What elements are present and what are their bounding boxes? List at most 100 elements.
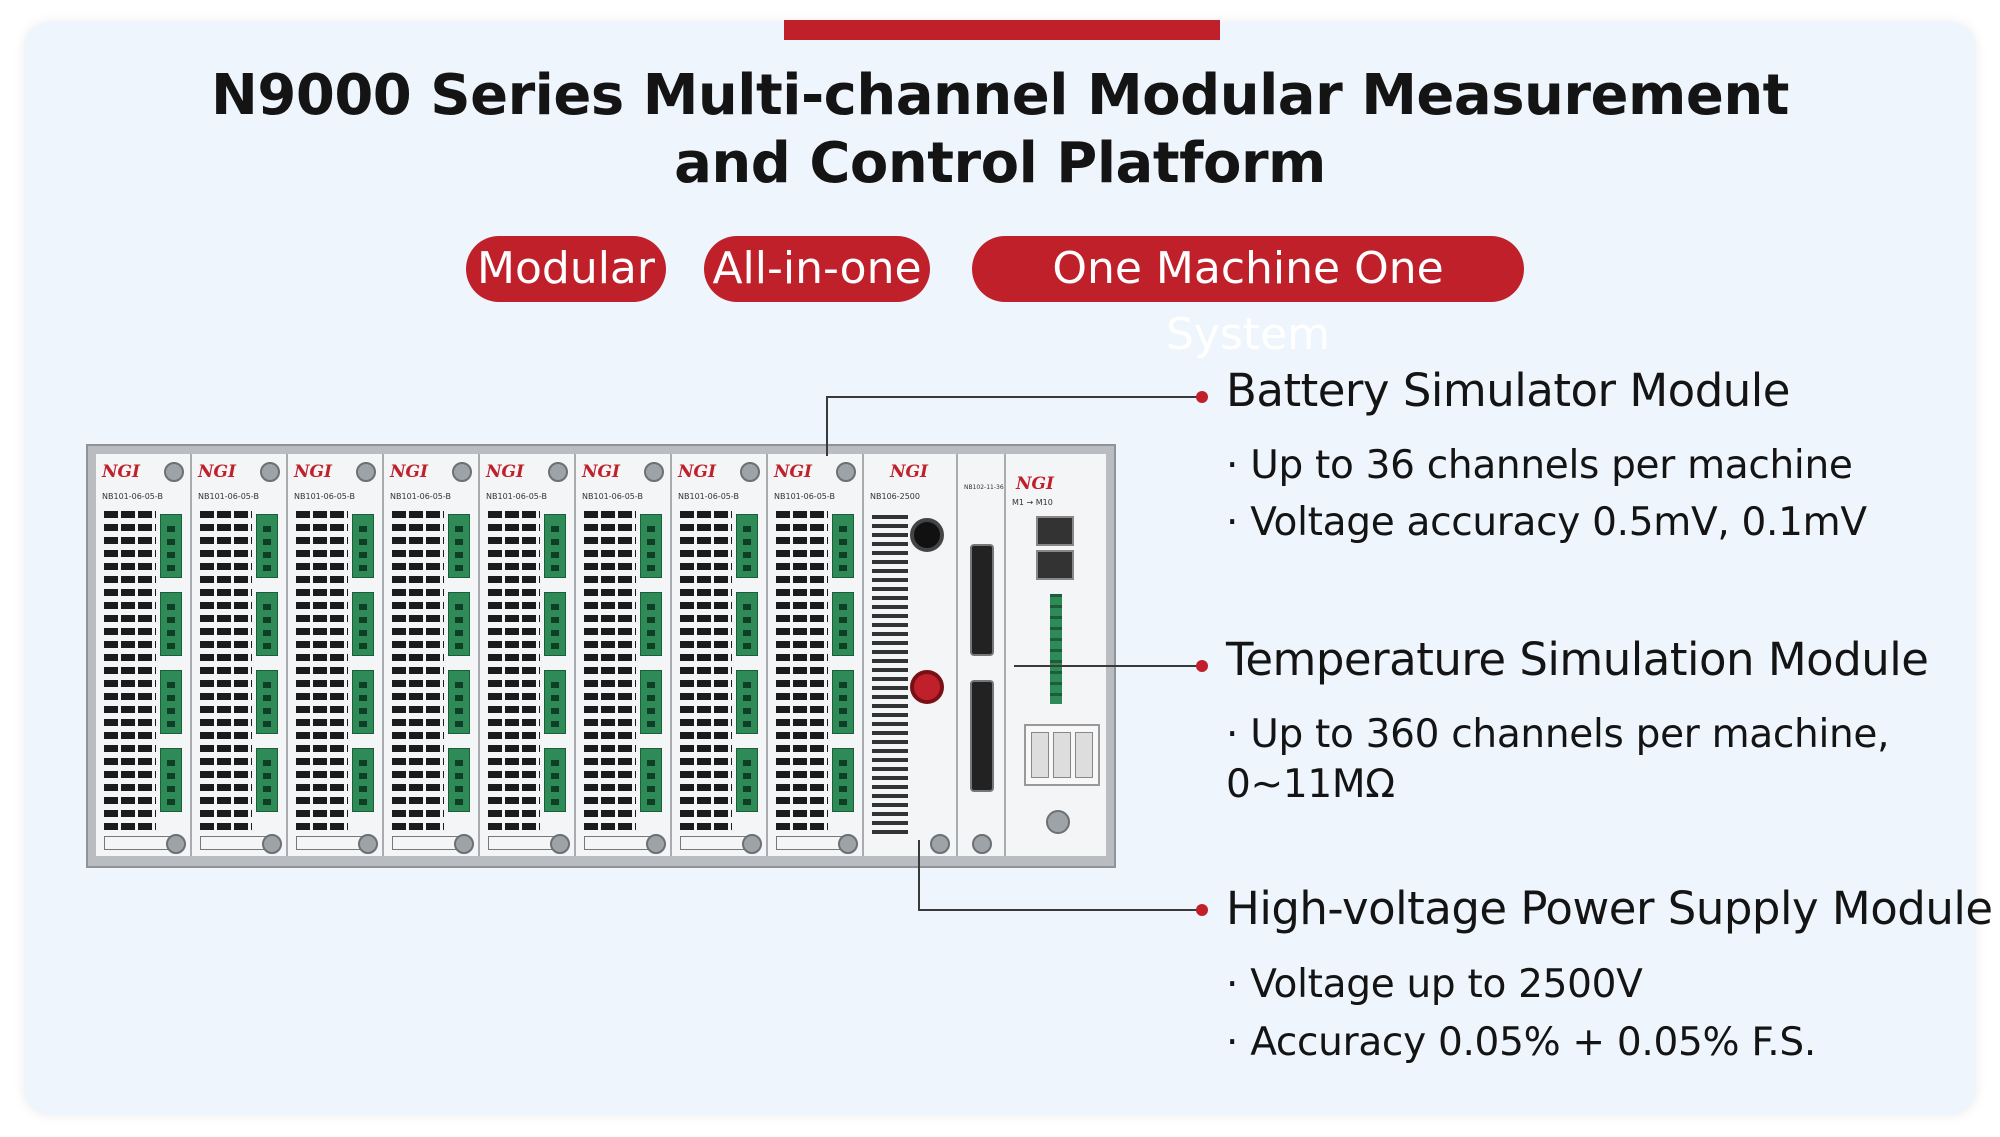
brand-logo: NGI: [774, 462, 813, 482]
terminal-block: [448, 748, 470, 812]
screw-icon: [262, 834, 282, 854]
terminal-block: [256, 670, 278, 734]
terminal-block: [640, 748, 662, 812]
device-chassis-image: NGI NB101-06-05-B NGI NB101-06-05-B NGI …: [86, 444, 1116, 868]
vent-grille: [872, 514, 908, 834]
module-bullet: · Accuracy 0.05% + 0.05% F.S.: [1226, 1020, 1816, 1065]
title-line-2: and Control Platform: [674, 131, 1326, 196]
battery-module-slot: NGI NB101-06-05-B: [96, 454, 192, 856]
module-model: NB101-06-05-B: [774, 492, 835, 501]
screw-icon: [454, 834, 474, 854]
leader-line-hv: [918, 909, 1200, 911]
brand-logo: NGI: [678, 462, 717, 482]
module-model: NB101-06-05-B: [198, 492, 259, 501]
sense-terminal-strip: [392, 836, 458, 850]
screw-icon: [838, 834, 858, 854]
terminal-block: [160, 748, 182, 812]
brand-logo: NGI: [294, 462, 333, 482]
brand-logo: NGI: [1016, 474, 1055, 494]
screw-icon: [164, 462, 184, 482]
terminal-block: [640, 670, 662, 734]
terminal-block: [832, 592, 854, 656]
vent-grille: [488, 510, 540, 830]
leader-dot-hv: [1196, 904, 1208, 916]
terminal-block: [640, 514, 662, 578]
terminal-block: [256, 514, 278, 578]
io-terminal-strip: [1050, 594, 1062, 704]
control-label: M1 → M10: [1012, 498, 1053, 507]
sense-terminal-strip: [200, 836, 266, 850]
top-accent-bar: [784, 20, 1220, 40]
terminal-block: [544, 592, 566, 656]
leader-dot-temperature: [1196, 660, 1208, 672]
module-model: NB101-06-05-B: [486, 492, 547, 501]
leader-dot-battery: [1196, 391, 1208, 403]
terminal-block: [736, 748, 758, 812]
screw-icon: [740, 462, 760, 482]
battery-module-slot: NGI NB101-06-05-B: [288, 454, 384, 856]
terminal-block: [448, 514, 470, 578]
leader-line-hv-drop: [918, 840, 920, 910]
ethernet-port-icon: [1036, 516, 1074, 546]
terminal-block: [352, 748, 374, 812]
screw-icon: [548, 462, 568, 482]
ground-icon: [1046, 810, 1070, 834]
terminal-block: [736, 592, 758, 656]
page-title: N9000 Series Multi-channel Modular Measu…: [0, 62, 2000, 198]
terminal-block: [832, 748, 854, 812]
sense-terminal-strip: [488, 836, 554, 850]
hv-power-module-slot: NGI NB106-2500: [864, 454, 958, 856]
terminal-block: [160, 514, 182, 578]
module-model: NB101-06-05-B: [390, 492, 451, 501]
terminal-block: [736, 514, 758, 578]
pin-icon: [1075, 732, 1093, 778]
ethernet-port-icon: [1036, 550, 1074, 580]
terminal-block: [640, 592, 662, 656]
screw-icon: [972, 834, 992, 854]
terminal-block: [352, 592, 374, 656]
module-model: NB101-06-05-B: [102, 492, 163, 501]
terminal-block: [256, 748, 278, 812]
screw-icon: [356, 462, 376, 482]
sense-terminal-strip: [296, 836, 362, 850]
tag-all-in-one: All-in-one: [704, 236, 930, 302]
sense-terminal-strip: [776, 836, 842, 850]
terminal-block: [352, 514, 374, 578]
vent-grille: [584, 510, 636, 830]
module-bullet: · Up to 36 channels per machine: [1226, 443, 1853, 488]
vent-grille: [104, 510, 156, 830]
module-model: NB101-06-05-B: [294, 492, 355, 501]
terminal-block: [544, 748, 566, 812]
brand-logo: NGI: [582, 462, 621, 482]
module-heading-temperature: Temperature Simulation Module: [1226, 633, 1929, 686]
vent-grille: [776, 510, 828, 830]
battery-module-slot: NGI NB101-06-05-B: [768, 454, 864, 856]
module-model: NB101-06-05-B: [582, 492, 643, 501]
screw-icon: [260, 462, 280, 482]
terminal-block: [448, 670, 470, 734]
module-model: NB101-06-05-B: [678, 492, 739, 501]
terminal-block: [448, 592, 470, 656]
vent-grille: [392, 510, 444, 830]
dsub-connector: [970, 680, 994, 792]
battery-module-slot: NGI NB101-06-05-B: [576, 454, 672, 856]
pin-icon: [1031, 732, 1049, 778]
screw-icon: [644, 462, 664, 482]
battery-module-slot: NGI NB101-06-05-B: [672, 454, 768, 856]
negative-output-jack: [910, 518, 944, 552]
battery-module-slot: NGI NB101-06-05-B: [480, 454, 576, 856]
terminal-block: [736, 670, 758, 734]
control-module-slot: NGI M1 → M10: [1006, 454, 1106, 856]
terminal-block: [544, 514, 566, 578]
vent-grille: [200, 510, 252, 830]
sense-terminal-strip: [104, 836, 170, 850]
title-line-1: N9000 Series Multi-channel Modular Measu…: [211, 63, 1789, 128]
vent-grille: [296, 510, 348, 830]
module-heading-hv-power: High-voltage Power Supply Module: [1226, 882, 1993, 935]
brand-logo: NGI: [198, 462, 237, 482]
screw-icon: [836, 462, 856, 482]
battery-module-slot: NGI NB101-06-05-B: [384, 454, 480, 856]
module-bullet: · Up to 360 channels per machine,: [1226, 712, 1890, 757]
brand-logo: NGI: [486, 462, 525, 482]
positive-output-jack: [910, 670, 944, 704]
